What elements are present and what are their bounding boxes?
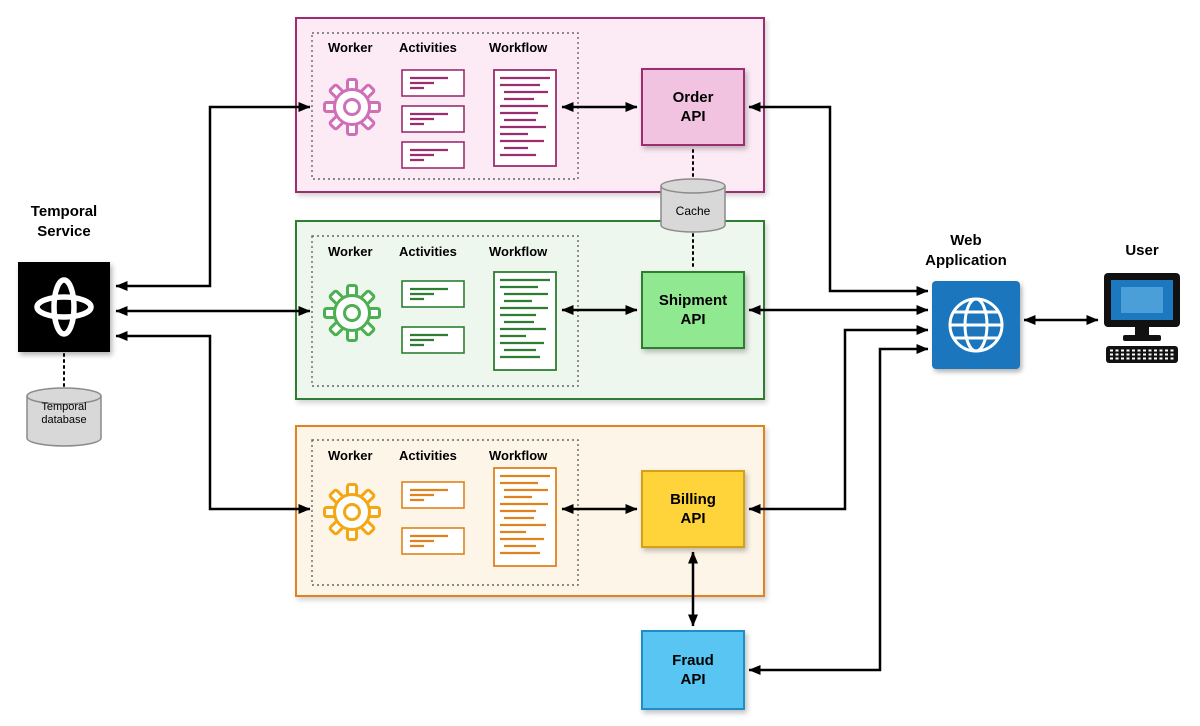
temporal-service-label: Temporal Service	[30, 203, 98, 240]
billing-worker-label: Worker	[328, 448, 373, 463]
order-worker-label: Worker	[328, 40, 373, 55]
arrow-fraud-api-webapp	[748, 344, 929, 675]
globe-icon	[948, 297, 1004, 353]
order-workflow-label: Workflow	[489, 40, 548, 55]
arrow-billing-api-webapp	[748, 325, 929, 514]
billing-activities-icon	[401, 481, 465, 555]
shipment-workflow-icon	[493, 271, 557, 371]
billing-activities-label: Activities	[399, 448, 457, 463]
temporal-logo-icon	[34, 277, 94, 337]
shipment-worker-gear-icon	[323, 284, 381, 342]
web-application-label: Web Application	[925, 232, 1007, 269]
order-activities-label: Activities	[399, 40, 457, 55]
order-worker-boundary	[311, 32, 579, 180]
temporal-database-label: Temporal database	[41, 401, 87, 427]
cache-icon	[660, 178, 726, 233]
fraud-api-node: Fraud API	[641, 630, 745, 710]
order-workflow-icon	[493, 69, 557, 167]
arrow-temporal-billing-worker	[115, 331, 311, 514]
shipment-worker-label: Worker	[328, 244, 373, 259]
shipment-api-node: Shipment API	[641, 271, 745, 349]
user-label: User	[1125, 242, 1159, 259]
shipment-workflow-label: Workflow	[489, 244, 548, 259]
order-api-node: Order API	[641, 68, 745, 146]
billing-workflow-icon	[493, 467, 557, 567]
shipment-activities-label: Activities	[399, 244, 457, 259]
arrow-temporal-order-worker	[115, 102, 311, 291]
temporal-database-icon	[26, 387, 102, 447]
web-application-node	[932, 281, 1020, 369]
user-computer-icon	[1104, 273, 1180, 363]
billing-api-node: Billing API	[641, 470, 745, 548]
temporal-service-node	[18, 262, 110, 352]
order-worker-gear-icon	[323, 78, 381, 136]
billing-worker-gear-icon	[323, 483, 381, 541]
cache-label: Cache	[675, 204, 711, 218]
billing-workflow-label: Workflow	[489, 448, 548, 463]
order-activities-icon	[401, 69, 465, 169]
arrow-order-api-webapp	[748, 102, 929, 296]
shipment-activities-icon	[401, 280, 465, 354]
